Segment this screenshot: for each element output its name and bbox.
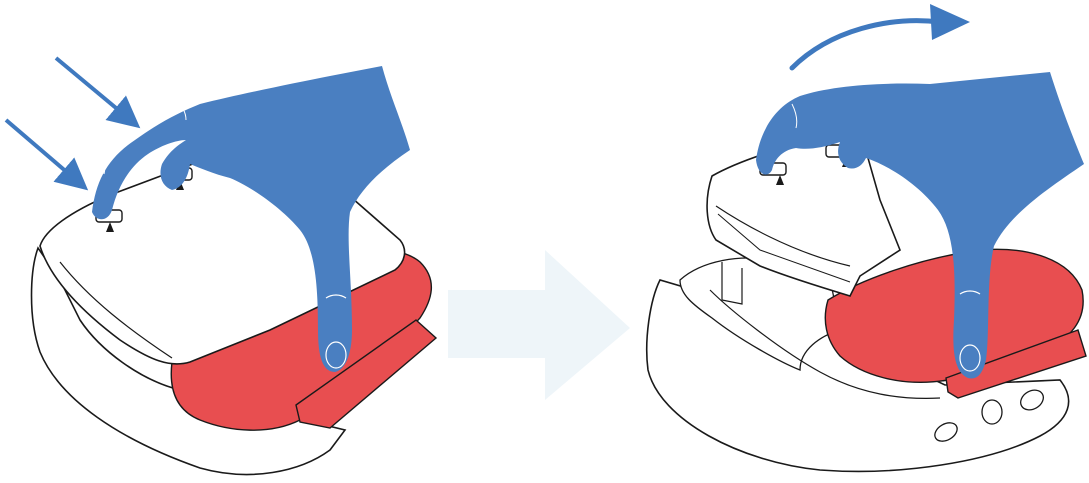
press-arrow-icon: [6, 120, 76, 180]
press-arrow-icon: [56, 58, 128, 118]
step-1-press-clips: [6, 58, 436, 474]
finger-crease: [100, 150, 105, 174]
step-2-lift-lid: [647, 4, 1086, 471]
rotate-arrow-icon: [792, 21, 940, 68]
rotate-arrowhead: [930, 4, 970, 40]
transition-arrow-icon: [448, 250, 630, 400]
port-hole: [982, 400, 1002, 424]
